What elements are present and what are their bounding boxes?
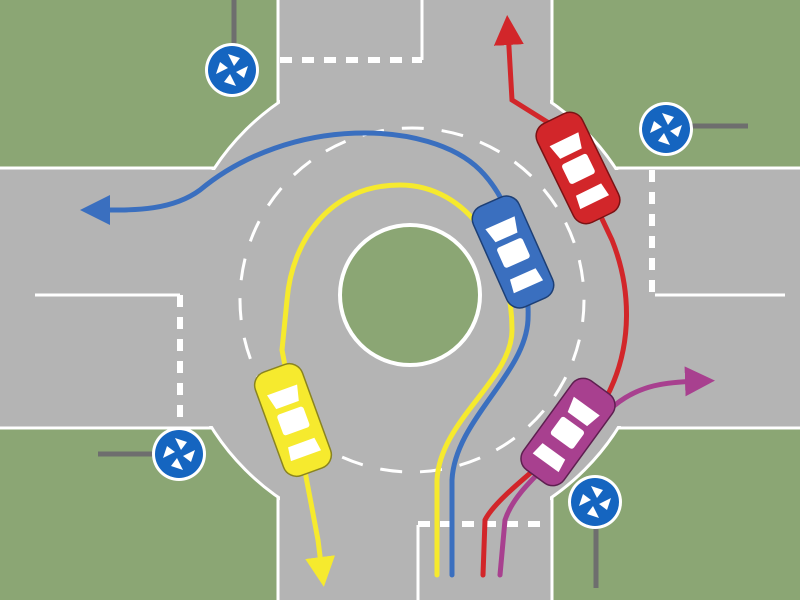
blue-car bbox=[471, 195, 555, 309]
roundabout-sign-icon bbox=[568, 475, 622, 529]
sign-top-right bbox=[639, 102, 748, 156]
roundabout-sign-icon bbox=[205, 43, 259, 97]
yellow-route-arrow bbox=[279, 182, 515, 587]
lane-markings bbox=[35, 0, 785, 600]
purple-car bbox=[520, 377, 616, 487]
sign-bottom-right bbox=[568, 475, 622, 588]
inner-lane-dashed-circle bbox=[238, 126, 586, 474]
blue-route-arrow bbox=[80, 130, 531, 578]
red-car bbox=[535, 111, 621, 225]
roundabout-sign-icon bbox=[152, 427, 206, 481]
central-island bbox=[338, 223, 482, 367]
yellow-car bbox=[253, 362, 333, 478]
roundabout-sign-icon bbox=[639, 102, 693, 156]
sign-bottom-left bbox=[98, 427, 206, 481]
sign-top-left bbox=[205, 0, 259, 97]
